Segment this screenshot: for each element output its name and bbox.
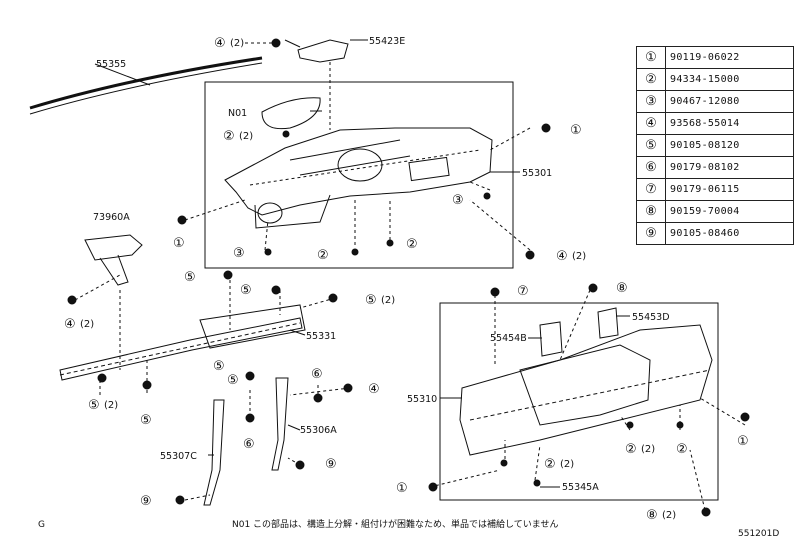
svg-text:⑤: ⑤: [213, 359, 225, 374]
upper-panel-55301: [224, 127, 493, 216]
svg-text:④: ④: [368, 382, 380, 397]
svg-text:④: ④: [556, 249, 568, 264]
legend-key: ⑦: [636, 178, 666, 201]
svg-text:③: ③: [233, 246, 245, 261]
svg-text:⑤: ⑤: [88, 398, 100, 413]
legend-part-number: 90105-08460: [665, 222, 794, 245]
svg-text:③: ③: [452, 193, 464, 208]
lower-panel-55310: [459, 324, 713, 456]
lower-panel-frame: [439, 302, 719, 501]
svg-text:④: ④: [64, 317, 76, 332]
garnish-strip-55355: [29, 56, 263, 110]
svg-text:⑨: ⑨: [140, 494, 152, 509]
svg-text:(2): (2): [662, 510, 676, 521]
brace-55307C: [203, 399, 225, 506]
svg-text:②: ②: [544, 457, 556, 472]
svg-text:②: ②: [317, 248, 329, 263]
label-55355: 55355: [96, 59, 126, 70]
svg-text:⑤: ⑤: [365, 293, 377, 308]
svg-text:(2): (2): [104, 400, 118, 411]
label-55307C: 55307C: [160, 451, 197, 462]
svg-text:⑤: ⑤: [184, 270, 196, 285]
legend-part-number: 90105-08120: [665, 134, 794, 157]
pad-n01: [261, 97, 321, 130]
diagram-code: 551201D: [738, 529, 780, 539]
label-73960A: 73960A: [93, 212, 130, 223]
label-n01: N01: [228, 108, 247, 119]
label-55345A: 55345A: [562, 482, 599, 493]
svg-text:⑤: ⑤: [240, 283, 252, 298]
bracket-55423E: [297, 39, 349, 63]
svg-text:(2): (2): [641, 444, 655, 455]
legend-key: ⑥: [636, 156, 666, 179]
svg-text:①: ①: [737, 434, 749, 449]
callouts: ④ (2) ② (2) ① ③ ① ③ ② ② ④ (2) ⑤ ⑤ ⑤ (2) …: [64, 36, 749, 523]
svg-text:⑤: ⑤: [227, 373, 239, 388]
legend-part-number: 90467-12080: [665, 90, 794, 113]
svg-text:②: ②: [406, 237, 418, 252]
legend-part-number: 90179-06115: [665, 178, 794, 201]
svg-text:(2): (2): [239, 131, 253, 142]
footer-left: G: [38, 520, 45, 530]
legend-key: ⑨: [636, 222, 666, 245]
reinforcement-55331: [59, 317, 303, 381]
svg-text:(2): (2): [80, 319, 94, 330]
label-55453D: 55453D: [632, 312, 670, 323]
svg-text:⑨: ⑨: [325, 457, 337, 472]
legend-key: ①: [636, 46, 666, 69]
footer-note: N01 この部品は、構造上分解・組付けが困難なため、単品では補給していません: [232, 520, 559, 530]
legend-key: ③: [636, 90, 666, 113]
label-55423E: 55423E: [369, 36, 405, 47]
legend-part-number: 90159-70004: [665, 200, 794, 223]
label-55331: 55331: [306, 331, 336, 342]
svg-text:⑧: ⑧: [646, 508, 658, 523]
svg-text:④: ④: [214, 36, 226, 51]
svg-text:①: ①: [173, 236, 185, 251]
svg-text:①: ①: [570, 123, 582, 138]
label-55306A: 55306A: [300, 425, 337, 436]
svg-text:⑧: ⑧: [616, 281, 628, 296]
legend-key: ②: [636, 68, 666, 91]
svg-text:②: ②: [625, 442, 637, 457]
bracket-73960A: [84, 234, 143, 261]
svg-text:⑥: ⑥: [243, 437, 255, 452]
legend-key: ⑧: [636, 200, 666, 223]
legend-key: ⑤: [636, 134, 666, 157]
svg-text:⑦: ⑦: [517, 284, 529, 299]
svg-text:①: ①: [396, 481, 408, 496]
legend-part-number: 93568-55014: [665, 112, 794, 135]
legend-part-number: 90119-06022: [665, 46, 794, 69]
label-55454B: 55454B: [490, 333, 527, 344]
legend-part-number: 94334-15000: [665, 68, 794, 91]
upper-panel-frame: [204, 81, 514, 269]
legend-key: ④: [636, 112, 666, 135]
brace-55306A: [271, 377, 289, 471]
svg-text:②: ②: [223, 129, 235, 144]
legend-part-number: 90179-08102: [665, 156, 794, 179]
fasteners: [67, 38, 750, 517]
svg-text:⑤: ⑤: [140, 413, 152, 428]
svg-text:(2): (2): [381, 295, 395, 306]
svg-text:②: ②: [676, 442, 688, 457]
label-55310: 55310: [407, 394, 437, 405]
svg-text:⑥: ⑥: [311, 367, 323, 382]
svg-text:(2): (2): [560, 459, 574, 470]
svg-text:(2): (2): [230, 38, 244, 49]
svg-text:(2): (2): [572, 251, 586, 262]
label-55301: 55301: [522, 168, 552, 179]
